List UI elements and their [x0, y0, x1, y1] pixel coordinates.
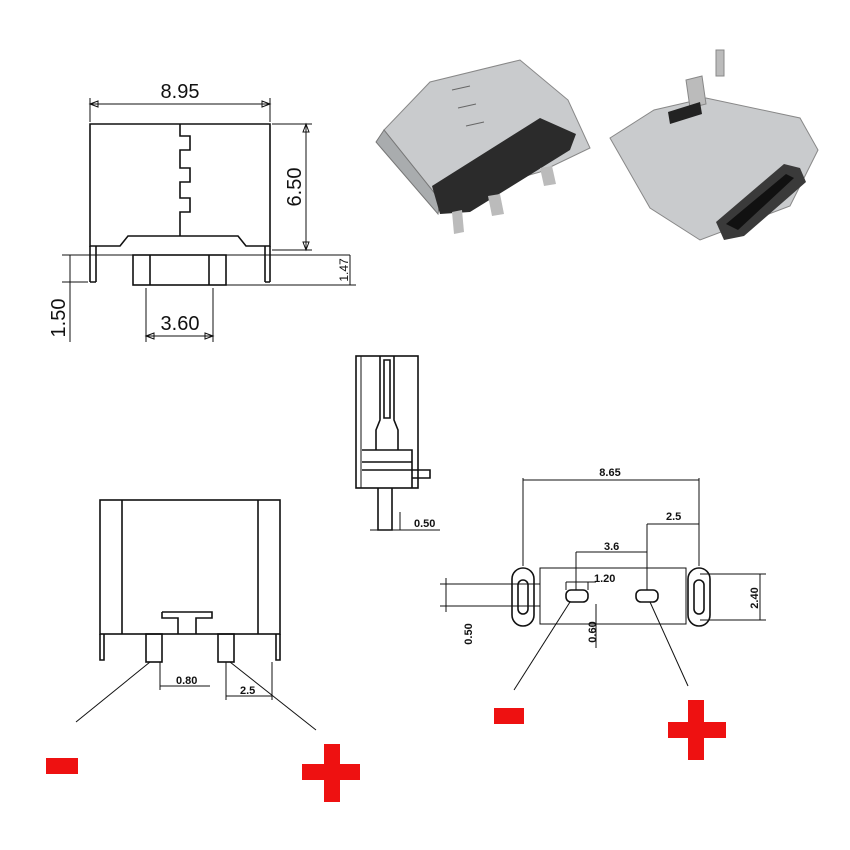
dim-line-slot-width — [440, 578, 540, 612]
dim-line-thickness — [370, 512, 440, 531]
dim-label-pad-width: 1.20 — [594, 573, 615, 585]
side-view-housing — [362, 449, 431, 488]
front-view-body-outline — [89, 123, 271, 247]
footprint-outline — [539, 567, 687, 625]
dim-arrows-pin-span — [144, 332, 215, 340]
dim-label-pitch-left: 2.5 — [240, 685, 255, 697]
dim-label-pin-width: 0.80 — [176, 675, 197, 687]
dim-line-pad-span — [575, 551, 647, 590]
pin-front-view-side-legs — [99, 634, 281, 661]
left-connector-leg-mid — [488, 194, 504, 216]
front-view-right-leg — [264, 246, 271, 283]
positive-sign-right — [668, 700, 726, 760]
dim-line-pin-span-3-60 — [145, 288, 214, 342]
pin-front-view-center-tab — [161, 611, 213, 634]
dim-label-width: 8.95 — [161, 81, 200, 103]
dim-line-width-8-95 — [89, 98, 271, 122]
dim-line-pitch-left — [225, 662, 273, 700]
dim-label-pin-span: 3.60 — [161, 313, 200, 335]
leader-positive-left — [229, 661, 317, 731]
dim-label-outer-span: 8.65 — [599, 467, 620, 479]
side-view-outer-frame — [355, 355, 419, 489]
dim-label-slot-width: 0.50 — [463, 623, 475, 644]
dim-label-pad-height: 0.60 — [587, 621, 599, 642]
pin-front-view-pin-right — [217, 633, 235, 663]
negative-sign-left — [46, 758, 78, 774]
footprint-drawing: 8.65 2.5 3.6 1.20 2.40 0.50 0.60 — [440, 467, 766, 760]
left-connector-contacts — [451, 85, 485, 127]
product-photo-left — [375, 59, 591, 234]
dim-line-pin-height-1-47 — [226, 255, 356, 286]
footprint-pad-negative — [565, 589, 589, 603]
front-view-pin-block — [132, 254, 227, 286]
footprint-slot-left-inner — [517, 579, 529, 615]
dim-label-offset: 2.5 — [666, 511, 681, 523]
front-view-center-seam — [179, 124, 191, 236]
dim-arrows-width-8-95 — [88, 100, 272, 108]
dim-arrows-height-6-50 — [302, 122, 310, 252]
footprint-pad-positive — [635, 589, 659, 603]
left-connector-leg-front — [452, 210, 464, 234]
negative-sign-right — [494, 708, 524, 724]
dim-label-height: 2.40 — [749, 587, 761, 608]
dim-line-standoff-1-50 — [62, 254, 88, 342]
leader-positive-right — [649, 601, 689, 687]
dim-line-pin-width — [159, 662, 210, 690]
dim-line-pad-width — [565, 581, 596, 590]
positive-sign-left — [302, 744, 360, 802]
front-view-pin-dividers — [149, 255, 210, 285]
front-view-left-leg — [89, 246, 97, 283]
pin-front-view-drawing: 0.80 2.5 — [46, 499, 360, 802]
dim-label-height: 6.50 — [284, 168, 306, 207]
dim-label-pin-height: 1.47 — [337, 258, 351, 282]
left-connector-leg-right — [540, 166, 556, 186]
pin-front-view-inner-lines — [121, 500, 259, 634]
dim-line-height — [700, 573, 766, 621]
right-connector-back-tabs — [685, 49, 725, 109]
leader-negative-left — [75, 661, 151, 723]
product-photo-right — [609, 49, 819, 241]
side-view-drawing: 0.50 — [355, 355, 440, 531]
left-connector-plastic-body — [432, 118, 576, 214]
dim-label-thickness: 0.50 — [414, 518, 435, 530]
dim-line-offset — [646, 523, 699, 590]
dim-label-pad-span: 3.6 — [604, 541, 619, 553]
dim-line-height-6-50 — [272, 123, 312, 251]
footprint-slot-left-outer — [511, 567, 535, 627]
footprint-slot-right-outer — [687, 567, 711, 627]
right-connector-opening-inner — [726, 174, 794, 230]
pin-front-view-body — [99, 499, 281, 635]
footprint-slot-right-inner — [693, 579, 705, 615]
front-view-drawing: 8.95 6.50 1.47 1.50 3.60 — [48, 81, 356, 342]
dim-label-standoff: 1.50 — [48, 299, 70, 338]
right-connector-contact — [668, 102, 702, 124]
dim-line-outer-span — [522, 478, 700, 566]
side-view-contact — [375, 356, 399, 450]
pin-front-view-pin-left — [145, 633, 163, 663]
side-view-leg — [377, 488, 393, 531]
leader-negative-right — [513, 601, 571, 691]
